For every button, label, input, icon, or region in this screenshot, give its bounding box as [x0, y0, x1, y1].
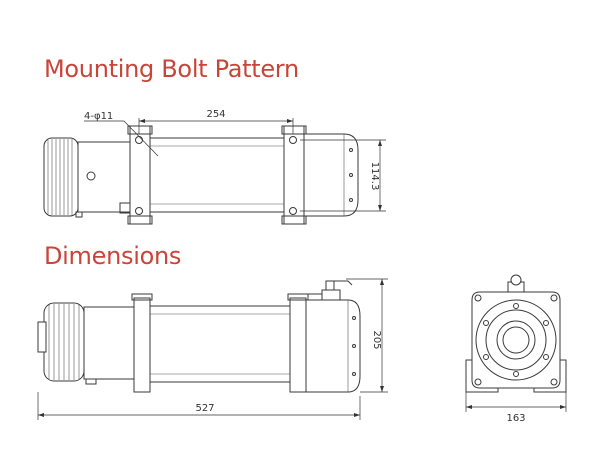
dim-label-163: 163: [506, 413, 525, 424]
hole-callout-label: 4-φ11: [84, 111, 113, 122]
dim-label-527: 527: [195, 403, 214, 414]
dim-label-114-3: 114.3: [369, 162, 380, 191]
dim-205: 205: [346, 278, 388, 393]
side-view-drawing: [37, 280, 361, 393]
dimensions-title: Dimensions: [44, 242, 182, 270]
dim-114-3: 114.3: [300, 139, 386, 212]
top-motor-fins: [43, 137, 79, 217]
dim-label-205: 205: [371, 330, 382, 349]
bolt-hole: [289, 207, 297, 215]
top-view-drawing: [43, 125, 359, 225]
bolt-hole: [135, 207, 143, 215]
dim-163: 163: [465, 392, 567, 424]
hole-callout: 4-φ11: [84, 111, 159, 157]
dim-label-254: 254: [206, 109, 225, 120]
mounting-bolt-pattern-title: Mounting Bolt Pattern: [44, 55, 299, 83]
end-view-drawing: [465, 274, 567, 393]
dim-527: 527: [37, 392, 361, 420]
bolt-hole: [289, 136, 297, 144]
dim-254: 254: [138, 109, 294, 134]
